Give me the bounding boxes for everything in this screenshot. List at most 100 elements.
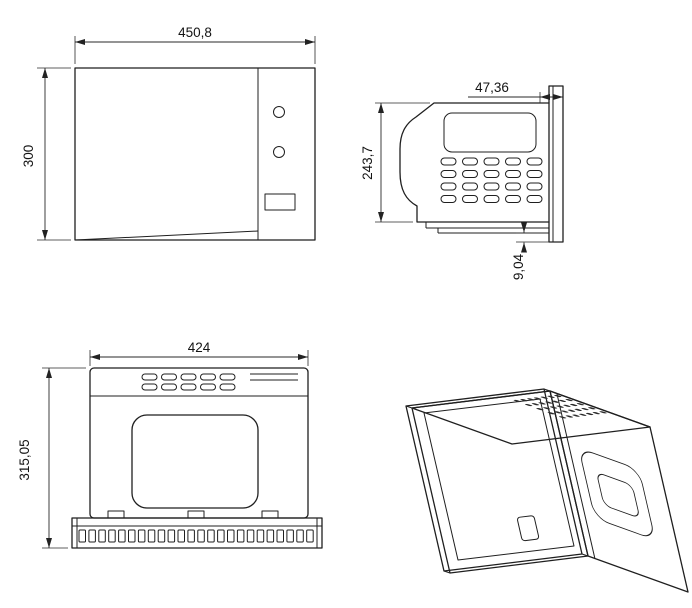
iso-side-handle-recess: [581, 451, 653, 537]
vent-slot: [505, 182, 521, 191]
vent-slot: [543, 407, 551, 410]
vent-slot: [128, 529, 136, 543]
front-width-dimension-label: 450,8: [178, 25, 212, 40]
iso-frame-corner-4: [443, 570, 451, 574]
side-gap-dimension-label: 9,04: [511, 253, 526, 280]
vent-slot: [108, 529, 116, 543]
vent-slot: [526, 170, 543, 178]
iso-frame-corner-3: [581, 553, 589, 557]
vent-slot: [137, 529, 146, 543]
vent-slot: [207, 529, 215, 543]
vent-slot: [440, 170, 457, 178]
bottom-rail: [71, 517, 323, 549]
vent-slot: [219, 373, 236, 381]
vent-slot: [513, 399, 522, 403]
vent-slot: [579, 413, 587, 416]
front-frame-edge: [548, 85, 564, 243]
vent-slot: [547, 412, 556, 415]
vent-slot: [505, 157, 521, 166]
vent-slot: [570, 403, 578, 407]
front-height-dimension-label: 300: [21, 145, 36, 168]
vent-slot: [549, 406, 558, 409]
vent-slot: [217, 529, 225, 543]
vent-slot: [256, 529, 265, 543]
iso-door-inner: [423, 398, 575, 561]
iso-front-display: [516, 515, 540, 542]
vent-slot: [246, 529, 255, 543]
rear-view: 424 315,05: [17, 340, 323, 549]
rear-dimensions: 424 315,05: [17, 340, 309, 549]
vent-slot: [462, 195, 478, 203]
vent-slot: [540, 396, 549, 399]
iso-frame-corner-1: [405, 405, 413, 409]
vent-slot: [563, 404, 571, 407]
vent-slot: [556, 405, 564, 408]
vent-slot: [180, 373, 197, 381]
vent-slot: [592, 412, 601, 415]
vent-slot: [599, 411, 607, 414]
vent-slot: [585, 412, 594, 416]
iso-top-vent-dots: [513, 394, 607, 419]
vent-slot: [536, 408, 544, 411]
vent-slot: [88, 529, 96, 543]
iso-side-front-edge-line: [556, 393, 596, 560]
vent-slot: [197, 529, 205, 543]
vent-slot: [505, 170, 521, 178]
vent-slot: [462, 170, 478, 178]
vent-slot: [558, 399, 567, 402]
side-view: 47,36 243,7 9,04: [360, 80, 564, 280]
vent-slot: [483, 170, 500, 178]
vent-slot: [526, 157, 543, 166]
vent-slot: [141, 383, 158, 391]
vent-slot: [572, 414, 580, 417]
vent-slot: [296, 529, 304, 543]
vent-slot: [520, 399, 528, 402]
vent-slot: [483, 182, 500, 191]
display-window: [264, 193, 296, 211]
vent-slot: [531, 403, 540, 406]
vent-slot: [565, 399, 573, 402]
vent-slot: [219, 383, 236, 391]
vent-slot: [440, 195, 457, 203]
vent-slot: [567, 409, 576, 412]
rear-width-dimension-label: 424: [188, 340, 211, 355]
side-body-outline: [399, 102, 550, 223]
door-bottom-edge: [74, 230, 259, 241]
vent-slot: [505, 195, 521, 203]
vent-slot: [483, 157, 500, 166]
iso-frame-corner-2: [543, 388, 551, 392]
isometric-view: [405, 388, 689, 593]
vent-slot: [524, 403, 533, 407]
rail-tab-right: [261, 510, 279, 519]
vent-slot: [141, 373, 158, 381]
side-vent-grid: [440, 157, 543, 203]
vent-slot: [236, 529, 245, 543]
front-outline: [74, 67, 316, 241]
rear-outline: [71, 367, 323, 549]
vent-slot: [565, 415, 574, 418]
vent-slot: [547, 395, 555, 398]
rear-top-vent-grid: [141, 373, 236, 391]
vent-slot: [483, 195, 500, 203]
iso-side-handle-group: [581, 451, 653, 537]
vent-slot: [440, 182, 457, 191]
vent-slot: [576, 403, 585, 406]
vent-slot: [462, 182, 478, 191]
vent-slot: [200, 373, 216, 381]
side-outline: [399, 85, 564, 243]
vent-slot: [462, 157, 478, 166]
iso-front-button-group: [516, 515, 540, 542]
vent-slot: [538, 402, 546, 405]
vent-slot: [78, 529, 86, 543]
vent-slot: [545, 401, 553, 404]
vent-slot: [551, 400, 560, 403]
side-depth-dimension-label: 47,36: [475, 80, 509, 95]
side-height-dimension-label: 243,7: [360, 146, 375, 180]
vent-slot: [200, 383, 216, 391]
front-body-outline: [74, 67, 316, 241]
rear-body-outline: [89, 367, 309, 519]
iso-side-handle: [597, 473, 639, 517]
control-knob-top: [273, 106, 285, 118]
vent-slot: [161, 383, 177, 391]
rail-tab-center: [187, 510, 205, 519]
